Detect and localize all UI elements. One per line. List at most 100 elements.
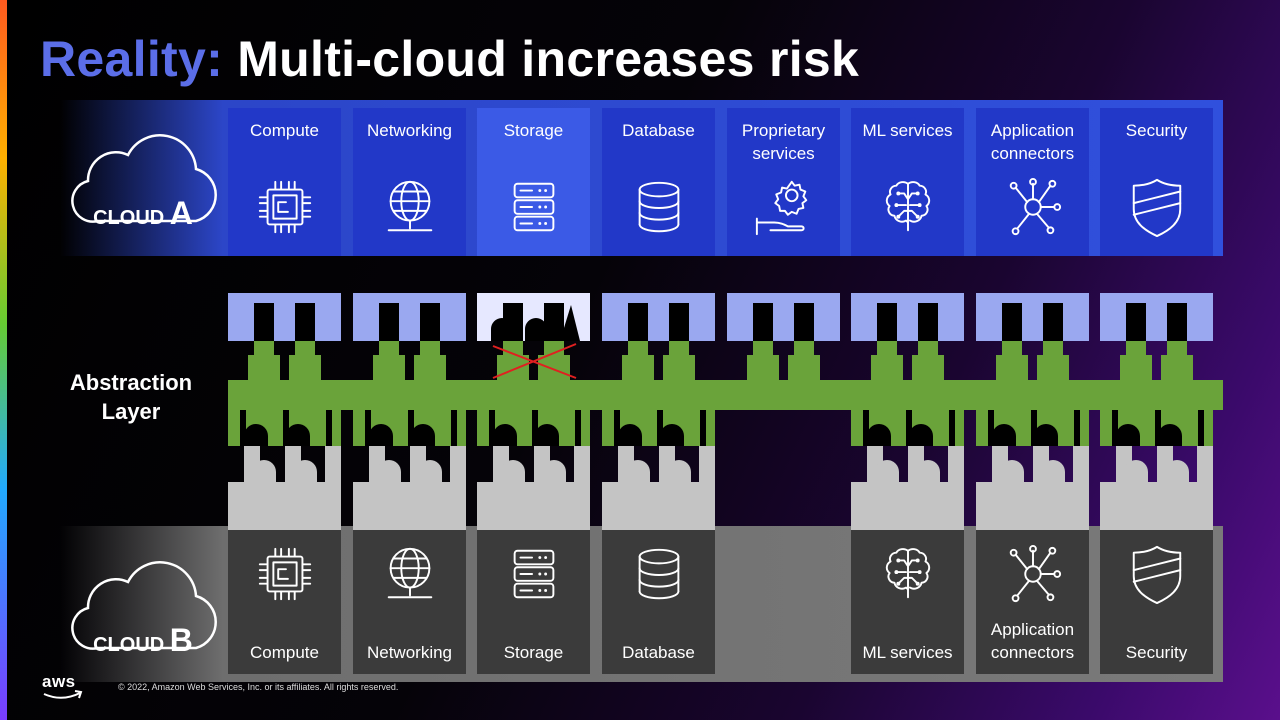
aws-logo: aws [42,672,86,702]
cloud-a-plug-prong [544,303,564,341]
abstraction-upper-shoulder [289,355,321,381]
cloud-a-icon [71,134,217,223]
cloud-b-prefix: CLOUD [93,634,165,656]
broken-link-x-line [492,343,577,379]
cloud-b-plug-strip [851,482,964,530]
gear-hand-icon [753,176,815,238]
abstraction-lower-arch [1158,424,1182,446]
abstraction-lower-gap [988,410,994,446]
cloud-b-plug-prong [1197,446,1213,486]
cloud-b-plug-strip [976,482,1089,530]
shield-icon [1126,176,1188,238]
cloud-b-card-security: Security [1100,530,1213,674]
chip-icon [254,176,316,238]
card-label: ML services [862,643,953,662]
storage-broken-spike [560,305,580,341]
abstraction-upper-shoulder [1161,355,1193,381]
cloud-b-plug-prong [1073,446,1089,486]
abstraction-lower-arch [535,424,559,446]
storage-broken-arch [525,318,547,341]
cloud-b-card-compute: Compute [228,530,341,674]
abstraction-upper-shoulder [871,355,903,381]
cloud-a-name: CLOUD A [76,195,210,232]
accent-edge-bar [0,0,7,720]
abstraction-label-line2: Layer [101,399,161,424]
cloud-b-card-database: Database [602,530,715,674]
abstraction-lower-arch [909,424,933,446]
cloud-a-plug-prong [1167,303,1187,341]
cloud-b-plug-cap [1041,460,1065,486]
abstraction-lower-gap [532,410,538,446]
shield-icon [1126,543,1188,605]
abstraction-lower-arch [660,424,684,446]
abstraction-lower-gap [1031,410,1037,446]
abstraction-lower-gap [451,410,457,446]
abstraction-lower-gap [365,410,371,446]
cloud-a-plug-prong [794,303,814,341]
abstraction-upper-shoulder [622,355,654,381]
slide-title: Reality: Multi-cloud increases risk [40,30,859,88]
title-rest: Multi-cloud increases risk [237,31,860,87]
copyright-footer: © 2022, Amazon Web Services, Inc. or its… [118,682,399,692]
globe-icon [379,176,441,238]
database-icon [628,543,690,605]
abstraction-lower-gap [326,410,332,446]
cloud-b-plug-prong [699,446,715,486]
cloud-b-plug-prong [574,446,590,486]
card-label: Security [1125,121,1188,140]
cloud-b-plug-prong [450,446,466,486]
cloud-a-card-proprietary-services: Proprietary services [727,108,840,256]
cloud-a-plug-prong [1043,303,1063,341]
abstraction-lower-gap [700,410,706,446]
aws-smile-icon [43,690,83,699]
abstraction-lower-gap [489,410,495,446]
cloud-b-card-networking: Networking [353,530,466,674]
card-label: Storage [503,643,564,662]
abstraction-upper-shoulder [996,355,1028,381]
abstraction-lower-gap [1112,410,1118,446]
cloud-a-label: CLOUD A [58,133,228,243]
abstraction-label-line1: Abstraction [69,370,193,395]
cloud-a-plug-strip [602,293,715,341]
abstraction-lower-gap [906,410,912,446]
chip-icon [254,543,316,605]
card-label: Networking [366,643,453,662]
cloud-b-letter: B [169,622,193,658]
cloud-b-plug-cap [501,460,525,486]
abstraction-upper-shoulder [912,355,944,381]
abstraction-lower-arch [867,424,891,446]
cloud-b-plug-strip [228,482,341,530]
card-label: Compute [250,643,319,662]
abstraction-lower-arch [244,424,268,446]
globe-icon [379,543,441,605]
abstraction-lower-gap [1198,410,1204,446]
abstraction-upper-shoulder [248,355,280,381]
cloud-a-plug-prong [379,303,399,341]
abstraction-lower-arch [286,424,310,446]
cloud-a-plug-prong [420,303,440,341]
cloud-a-plug-strip [353,293,466,341]
abstraction-lower-arch [411,424,435,446]
cloud-a-plug-prong [254,303,274,341]
card-label: ML services [862,121,953,140]
cloud-b-plug-prong [948,446,964,486]
abstraction-lower-arch [1034,424,1058,446]
cloud-b-plug-cap [252,460,276,486]
abstraction-band [228,380,1223,410]
abstraction-lower-gap [575,410,581,446]
cloud-a-card-ml-services: ML services [851,108,964,256]
cloud-b-plug-cap [875,460,899,486]
cloud-b-plug-cap [1165,460,1189,486]
cloud-a-plug-prong [753,303,773,341]
abstraction-lower-gap [657,410,663,446]
cloud-b-card-ml-services: ML services [851,530,964,674]
cloud-a-plug-prong [295,303,315,341]
cloud-a-card-networking: Networking [353,108,466,256]
abstraction-lower-gap [1074,410,1080,446]
cloud-a-prefix: CLOUD [93,207,165,229]
cloud-b-plug-strip [477,482,590,530]
cloud-b-card-storage: Storage [477,530,590,674]
card-label: Compute [250,121,319,140]
cloud-b-plug-strip [1100,482,1213,530]
